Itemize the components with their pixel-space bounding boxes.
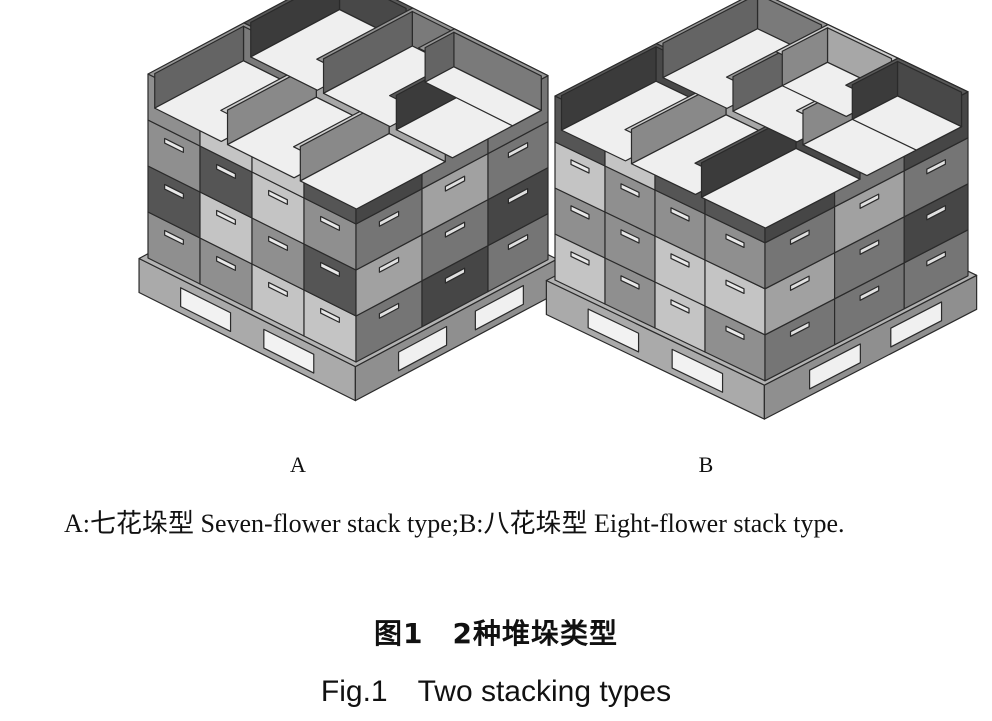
crate-handle-slot — [444, 175, 466, 192]
crate-handle-slot — [378, 256, 400, 273]
crate-handle-slot — [725, 233, 745, 249]
crate-handle-slot — [507, 142, 529, 159]
crate-handle-slot — [216, 163, 236, 179]
crate-handle-slot — [859, 193, 880, 209]
pallet-opening — [397, 325, 448, 372]
crate-handle-slot — [670, 253, 690, 268]
crate-handle-slot — [444, 221, 466, 238]
crate-handle-slot — [378, 210, 400, 227]
caption-text: A:七花垛型 Seven-flower stack type;B:八花垛型 Ei… — [64, 509, 845, 538]
crate-handle-slot — [859, 239, 880, 255]
crate-handle-slot — [620, 229, 640, 244]
crate-handle-slot — [164, 183, 184, 199]
crate-handle-slot — [268, 281, 288, 297]
figure-title-cn: 图1 2种堆垛类型 — [374, 617, 618, 650]
crate-handle-slot — [789, 229, 810, 245]
pallet-opening — [808, 343, 861, 390]
crate-floor — [424, 66, 542, 127]
pallet-opening — [474, 284, 524, 331]
pallet-opening — [671, 348, 724, 393]
stack-b-illustration — [545, 0, 978, 420]
crate-handle-slot — [570, 251, 590, 266]
crate-handle-slot — [789, 321, 810, 337]
pallet-opening — [263, 328, 315, 374]
stack-a-illustration — [138, 0, 558, 402]
crate-floor — [851, 95, 963, 151]
panel-label-b: B — [698, 452, 714, 477]
crate-handle-slot — [507, 188, 529, 205]
crate-handle-slot — [268, 189, 288, 205]
crate-handle-slot — [444, 267, 466, 284]
crate-handle-slot — [164, 229, 184, 245]
crate-handle-slot — [216, 255, 236, 271]
crate-handle-slot — [320, 307, 340, 323]
crate-handle-slot — [320, 215, 340, 231]
pallet-opening — [587, 308, 640, 353]
crate-floor — [700, 147, 861, 229]
crate-handle-slot — [268, 235, 288, 251]
crate-handle-slot — [725, 279, 745, 295]
crate-handle-slot — [670, 299, 690, 314]
crate-handle-slot — [570, 205, 590, 220]
panel-label-a: A — [290, 452, 306, 477]
crate-handle-slot — [859, 285, 880, 301]
crate-handle-slot — [378, 302, 400, 319]
crate-handle-slot — [216, 209, 236, 225]
figure-caption: A:七花垛型 Seven-flower stack type;B:八花垛型 Ei… — [22, 498, 977, 550]
crate-handle-slot — [926, 159, 946, 175]
crate-handle-slot — [570, 159, 590, 174]
crate-handle-slot — [926, 205, 946, 221]
crate-handle-slot — [789, 275, 810, 291]
stacking-figure — [138, 0, 978, 420]
crate-handle-slot — [620, 183, 640, 198]
pallet-opening — [890, 301, 943, 348]
crate-handle-slot — [320, 261, 340, 277]
pallet-opening — [180, 287, 232, 333]
crate-handle-slot — [725, 325, 745, 341]
crate-handle-slot — [926, 251, 946, 267]
crate-handle-slot — [620, 275, 640, 290]
crate-handle-slot — [507, 234, 529, 251]
crate-handle-slot — [670, 207, 690, 222]
figure-title-en: Fig.1 Two stacking types — [320, 675, 672, 708]
crate-floor — [299, 132, 446, 210]
crate-handle-slot — [164, 137, 184, 153]
